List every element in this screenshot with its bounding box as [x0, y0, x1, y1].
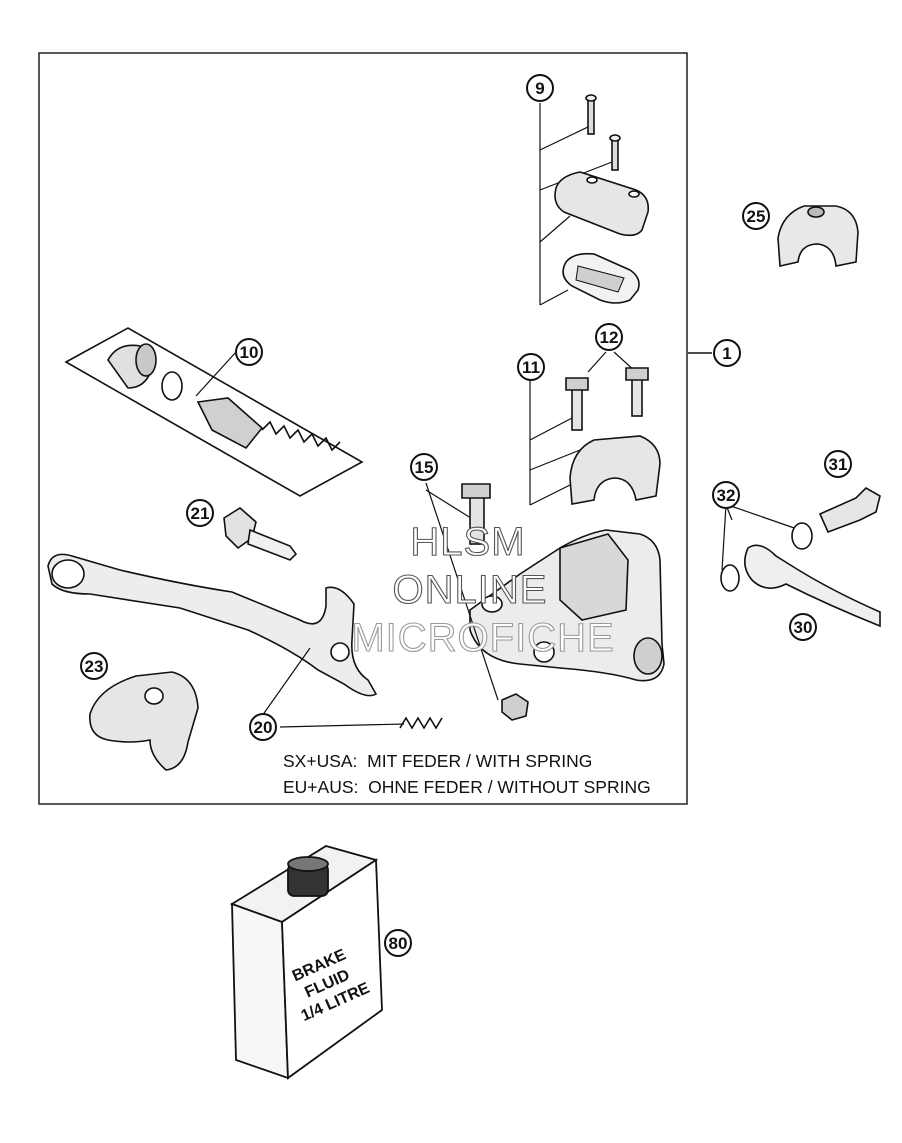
watermark-line2: ONLINE [393, 568, 548, 612]
svg-text:25: 25 [747, 207, 766, 226]
svg-text:80: 80 [389, 934, 408, 953]
part-23-lever-guard-group[interactable] [89, 671, 199, 771]
callout-32[interactable]: 32 [712, 481, 740, 509]
callout-31[interactable]: 31 [824, 450, 852, 478]
svg-text:23: 23 [85, 657, 104, 676]
callout-20[interactable]: 20 [249, 713, 277, 741]
svg-text:12: 12 [600, 328, 619, 347]
spring-note-eu-aus: EU+AUS: OHNE FEDER / WITHOUT SPRING [283, 777, 651, 797]
callout-12[interactable]: 12 [595, 323, 623, 351]
watermark-line3: MICROFICHE [351, 616, 614, 660]
spring-note-sx-usa: SX+USA: MIT FEDER / WITH SPRING [283, 751, 592, 771]
nut-icon [501, 693, 529, 721]
piston-icon [196, 397, 264, 450]
svg-text:10: 10 [240, 343, 259, 362]
part-21-adjuster-group[interactable] [223, 507, 298, 561]
handlebar-clamp-icon [777, 205, 859, 267]
spring-icon [261, 420, 341, 452]
part-9-reservoir-cover-group[interactable] [539, 94, 650, 306]
callout-30[interactable]: 30 [789, 613, 817, 641]
sealing-washer-icon [720, 564, 740, 592]
callout-80[interactable]: 80 [384, 929, 412, 957]
circlip-icon [161, 371, 183, 401]
svg-text:11: 11 [522, 358, 540, 377]
svg-text:21: 21 [191, 504, 210, 523]
part-10-piston-kit-group[interactable] [64, 327, 364, 497]
screw-icon [611, 139, 619, 171]
callout-10[interactable]: 10 [235, 338, 263, 366]
watermark-line1: HLSM [410, 520, 525, 564]
callout-25[interactable]: 25 [742, 202, 770, 230]
part-20-lever-group[interactable] [47, 553, 443, 730]
part-25-clamp-group[interactable] [777, 205, 859, 267]
part-80-brake-fluid-group[interactable] [229, 845, 383, 1080]
svg-text:1: 1 [722, 344, 731, 363]
callout-9[interactable]: 9 [526, 74, 554, 102]
assembly-frame [38, 52, 688, 805]
lever-guard-icon [89, 671, 199, 771]
master-cylinder-body-group[interactable] [469, 529, 665, 682]
sealing-washer-icon [791, 522, 813, 550]
bolt-icon [631, 375, 643, 417]
svg-text:32: 32 [717, 486, 736, 505]
banjo-bolt-icon [818, 487, 881, 534]
bolt-icon [571, 383, 583, 431]
reservoir-cover-icon [554, 171, 650, 237]
adjuster-screw-icon [247, 528, 298, 561]
callout-15[interactable]: 15 [410, 453, 438, 481]
callout-11[interactable]: 11 [517, 353, 545, 381]
part-11-12-clamp-bolts-group[interactable] [529, 351, 661, 506]
brake-hose-icon [744, 544, 881, 628]
part-15-bolt-nut-group[interactable] [425, 482, 529, 721]
svg-text:15: 15 [415, 458, 434, 477]
brake-lever-icon [47, 553, 378, 697]
svg-text:30: 30 [794, 618, 813, 637]
svg-text:20: 20 [254, 718, 273, 737]
callout-21[interactable]: 21 [186, 499, 214, 527]
part-30-31-32-hose-group[interactable] [720, 487, 881, 628]
clamp-half-icon [569, 435, 661, 505]
bottle-front-icon [231, 902, 289, 1080]
bottle-side-icon [281, 858, 383, 1080]
svg-text:31: 31 [829, 455, 848, 474]
callout-1[interactable]: 1 [713, 339, 741, 367]
return-spring-icon [399, 716, 443, 730]
screw-icon [587, 99, 595, 135]
svg-text:9: 9 [535, 79, 544, 98]
callout-23[interactable]: 23 [80, 652, 108, 680]
